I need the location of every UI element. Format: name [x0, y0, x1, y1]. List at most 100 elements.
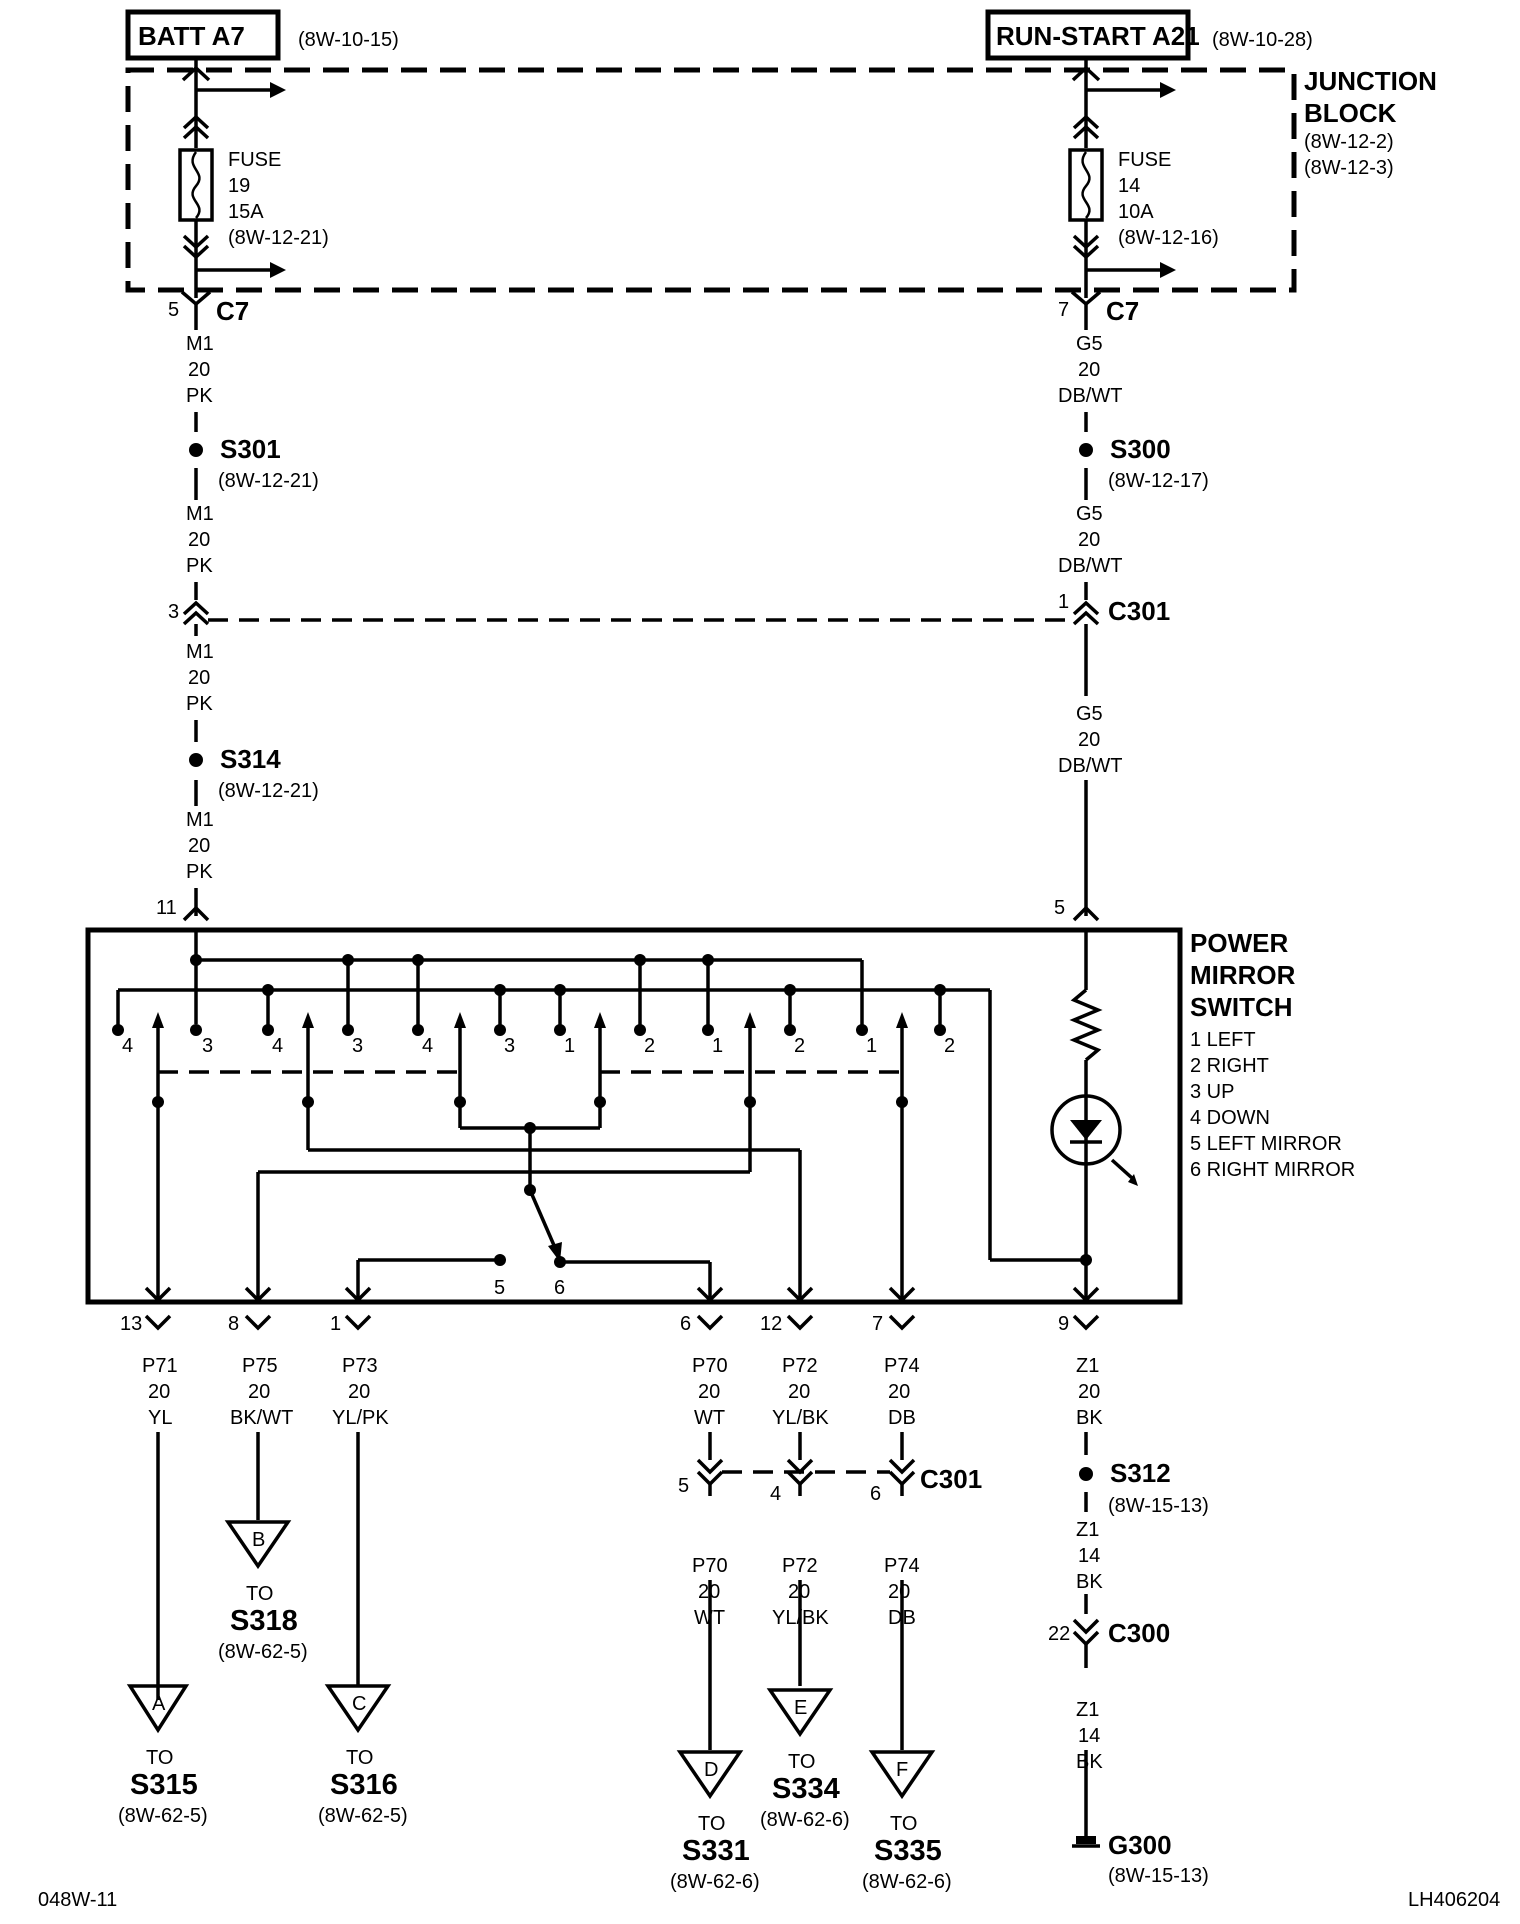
svg-text:D: D: [704, 1759, 718, 1781]
svg-text:(8W-12-21): (8W-12-21): [228, 227, 329, 249]
fuse-19-label: FUSE 19 15A (8W-12-21): [228, 149, 329, 249]
svg-text:YL: YL: [148, 1407, 172, 1429]
svg-text:FUSE: FUSE: [228, 149, 281, 171]
svg-text:P70: P70: [692, 1555, 728, 1577]
c300-name: C300: [1108, 1618, 1170, 1648]
c301-bottom-name: C301: [920, 1464, 982, 1494]
svg-text:20: 20: [888, 1381, 910, 1403]
svg-text:(8W-62-5): (8W-62-5): [318, 1805, 408, 1827]
footer-right-id: LH406204: [1408, 1889, 1500, 1911]
svg-text:TO: TO: [698, 1813, 725, 1835]
svg-text:(8W-62-5): (8W-62-5): [218, 1641, 308, 1663]
offpage-f-icon: [868, 1750, 936, 1800]
svg-text:1: 1: [712, 1035, 723, 1057]
switch-title-2: MIRROR: [1190, 960, 1296, 990]
svg-text:M1: M1: [186, 503, 214, 525]
s301-ref: (8W-12-21): [218, 470, 319, 492]
switch-title-3: SWITCH: [1190, 992, 1293, 1022]
svg-text:Z1: Z1: [1076, 1519, 1099, 1541]
s300-ref: (8W-12-17): [1108, 470, 1209, 492]
svg-text:M1: M1: [186, 333, 214, 355]
svg-text:15A: 15A: [228, 201, 264, 223]
fuse-14-circuit: [1068, 58, 1176, 307]
svg-text:S331: S331: [682, 1835, 750, 1867]
svg-text:14: 14: [1078, 1725, 1100, 1747]
svg-text:12: 12: [760, 1313, 782, 1335]
offpage-b-icon: [224, 1520, 292, 1570]
svg-text:6: 6: [680, 1313, 691, 1335]
svg-text:Z1: Z1: [1076, 1699, 1099, 1721]
svg-text:(8W-12-16): (8W-12-16): [1118, 227, 1219, 249]
svg-text:S335: S335: [874, 1835, 942, 1867]
junction-block: JUNCTION BLOCK (8W-12-2) (8W-12-3): [125, 66, 1437, 293]
pin-5-connector: [1072, 905, 1100, 922]
c301-pin-1-connector: [1072, 600, 1100, 616]
svg-text:YL/PK: YL/PK: [332, 1407, 389, 1429]
svg-text:1: 1: [564, 1035, 575, 1057]
svg-text:M1: M1: [186, 641, 214, 663]
svg-text:P74: P74: [884, 1355, 920, 1377]
c301-top-pin-left: 3: [168, 601, 179, 623]
led-icon: [1050, 1094, 1122, 1166]
svg-text:20: 20: [788, 1581, 810, 1603]
svg-text:BK: BK: [1076, 1751, 1103, 1773]
svg-text:YL/BK: YL/BK: [772, 1407, 829, 1429]
output-wire-labels: P71 20 YL P75 20 BK/WT P73 20 YL/PK P70 …: [142, 1355, 1103, 1429]
svg-text:7: 7: [872, 1313, 883, 1335]
run-start-source: RUN-START A21 (8W-10-28): [985, 9, 1313, 61]
c300-connector: [1072, 1618, 1100, 1635]
m1-wire: [182, 304, 210, 922]
m1-label-c: M1 20 PK: [186, 641, 214, 715]
switch-legend-right-mirror: 6 RIGHT MIRROR: [1190, 1159, 1355, 1181]
switch-legend-up: 3 UP: [1190, 1081, 1234, 1103]
svg-text:DB/WT: DB/WT: [1058, 385, 1122, 407]
select-left-mirror: 5: [494, 1277, 505, 1299]
svg-text:2: 2: [644, 1035, 655, 1057]
m1-label-d: M1 20 PK: [186, 809, 214, 883]
svg-text:(8W-62-6): (8W-62-6): [670, 1871, 760, 1893]
s301-name: S301: [220, 434, 281, 464]
svg-text:1: 1: [330, 1313, 341, 1335]
c7-left-pin: 5: [168, 299, 179, 321]
destination-f: F TO S335 (8W-62-6): [862, 1759, 952, 1893]
svg-text:PK: PK: [186, 693, 213, 715]
batt-ref: (8W-10-15): [298, 29, 399, 51]
s312-splice-dot: [1079, 1467, 1093, 1481]
svg-text:3: 3: [352, 1035, 363, 1057]
s312-name: S312: [1110, 1458, 1171, 1488]
svg-text:BK: BK: [1076, 1407, 1103, 1429]
svg-text:20: 20: [188, 835, 210, 857]
fuse-19-circuit: [178, 58, 286, 307]
switch-legend-left: 1 LEFT: [1190, 1029, 1256, 1051]
svg-text:PK: PK: [186, 385, 213, 407]
svg-text:S334: S334: [772, 1773, 840, 1805]
run-start-label: RUN-START A21: [996, 21, 1200, 51]
svg-text:(8W-62-6): (8W-62-6): [760, 1809, 850, 1831]
svg-text:20: 20: [1078, 359, 1100, 381]
svg-text:PK: PK: [186, 861, 213, 883]
power-mirror-switch: POWER MIRROR SWITCH 1 LEFT 2 RIGHT 3 UP …: [85, 927, 1355, 1305]
svg-text:G5: G5: [1076, 333, 1103, 355]
footer-left-id: 048W-11: [38, 1889, 117, 1911]
offpage-e-icon: [766, 1688, 834, 1738]
destination-b: B TO S318 (8W-62-5): [218, 1529, 308, 1663]
svg-text:3: 3: [202, 1035, 213, 1057]
c7-right-name: C7: [1106, 296, 1139, 326]
svg-text:S318: S318: [230, 1605, 298, 1637]
svg-text:19: 19: [228, 175, 250, 197]
run-start-ref: (8W-10-28): [1212, 29, 1313, 51]
s300-splice-dot: [1079, 443, 1093, 457]
s300-name: S300: [1110, 434, 1171, 464]
output-wires: [126, 1432, 1100, 1848]
svg-text:YL/BK: YL/BK: [772, 1607, 829, 1629]
svg-text:(8W-62-5): (8W-62-5): [118, 1805, 208, 1827]
svg-text:20: 20: [188, 667, 210, 689]
svg-text:P72: P72: [782, 1355, 818, 1377]
c7-right-pin: 7: [1058, 299, 1069, 321]
svg-text:WT: WT: [694, 1607, 725, 1629]
svg-text:20: 20: [248, 1381, 270, 1403]
s314-ref: (8W-12-21): [218, 780, 319, 802]
fuse-14-label: FUSE 14 10A (8W-12-16): [1118, 149, 1219, 249]
svg-text:B: B: [252, 1529, 265, 1551]
